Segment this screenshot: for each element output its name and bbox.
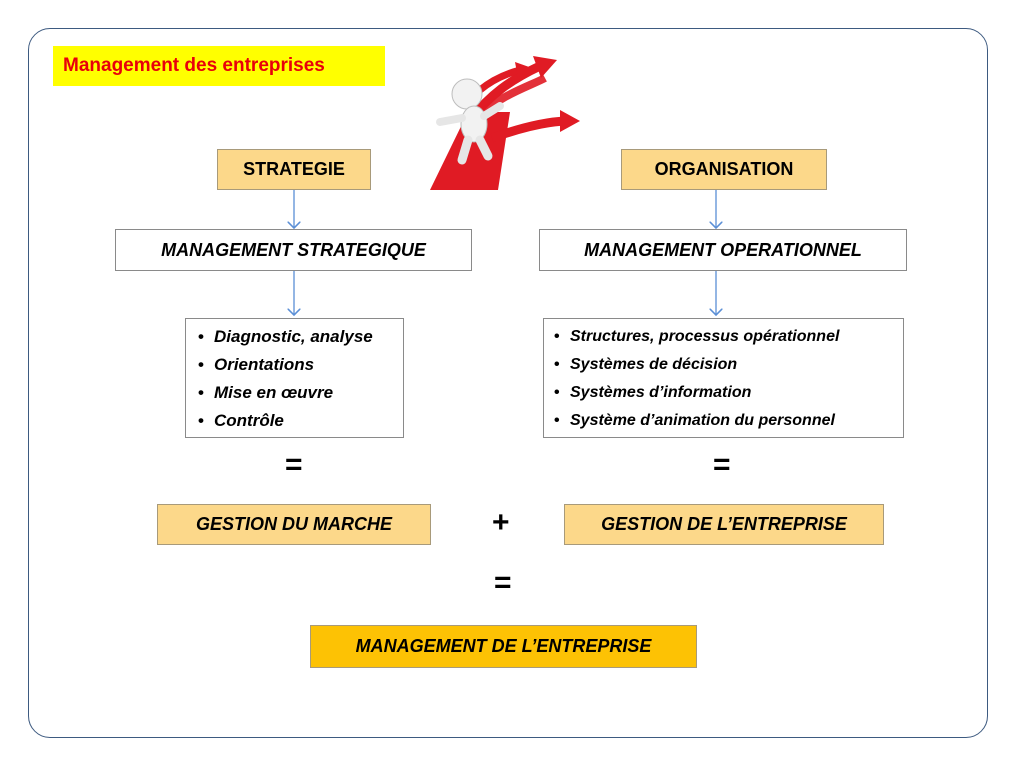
list-item: Orientations xyxy=(196,351,403,379)
operational-management-label: MANAGEMENT OPERATIONNEL xyxy=(584,240,862,260)
list-item: Contrôle xyxy=(196,407,403,435)
market-management-label: GESTION DU MARCHE xyxy=(195,514,392,534)
strategy-header-box: STRATEGIE xyxy=(217,149,371,190)
list-item: Mise en œuvre xyxy=(196,379,403,407)
strategic-management-label: MANAGEMENT STRATEGIQUE xyxy=(161,240,426,260)
white-figure xyxy=(436,78,504,165)
enterprise-management-box: GESTION DE L’ENTREPRISE xyxy=(564,504,884,545)
organisation-header-box: ORGANISATION xyxy=(621,149,827,190)
equals-sign-center: = xyxy=(494,566,512,599)
organisation-header-label: ORGANISATION xyxy=(654,159,794,179)
list-item: Structures, processus opérationnel xyxy=(552,323,903,351)
final-management-box: MANAGEMENT DE L’ENTREPRISE xyxy=(310,625,697,668)
list-item: Systèmes de décision xyxy=(552,351,903,379)
list-item: Diagnostic, analyse xyxy=(196,323,403,351)
strategy-header-label: STRATEGIE xyxy=(243,159,345,179)
market-management-box: GESTION DU MARCHE xyxy=(157,504,431,545)
plus-sign: + xyxy=(492,506,510,539)
organisation-items-list: Structures, processus opérationnel Systè… xyxy=(543,318,904,438)
slide-title: Management des entreprises xyxy=(53,46,385,86)
equals-sign-left: = xyxy=(285,448,303,481)
list-item: Système d’animation du personnel xyxy=(552,407,903,435)
strategic-management-box: MANAGEMENT STRATEGIQUE xyxy=(115,229,472,271)
strategy-items-list: Diagnostic, analyse Orientations Mise en… xyxy=(185,318,404,438)
enterprise-management-label: GESTION DE L’ENTREPRISE xyxy=(601,514,847,534)
slide-frame xyxy=(28,28,988,738)
operational-management-box: MANAGEMENT OPERATIONNEL xyxy=(539,229,907,271)
final-management-label: MANAGEMENT DE L’ENTREPRISE xyxy=(355,636,652,656)
equals-sign-right: = xyxy=(713,448,731,481)
list-item: Systèmes d’information xyxy=(552,379,903,407)
